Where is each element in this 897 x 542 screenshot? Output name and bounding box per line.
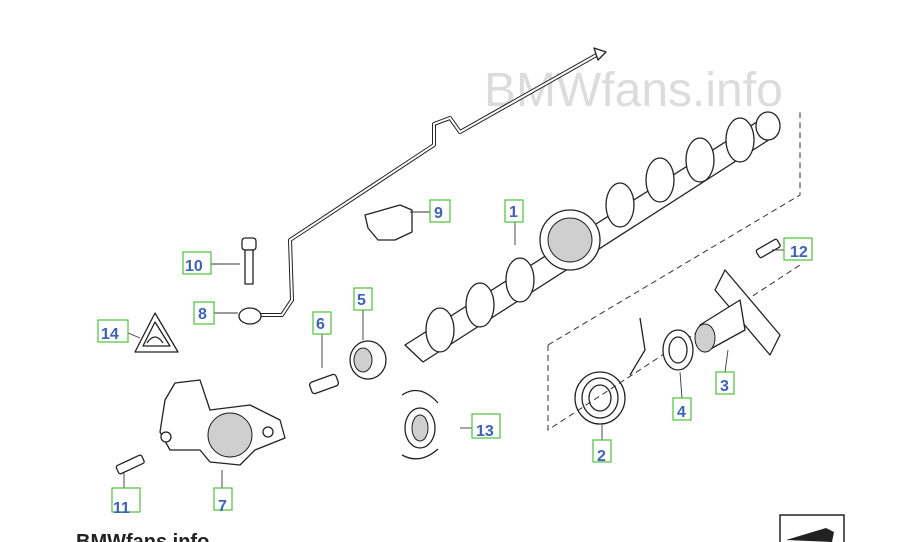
callout-1-label: 1 xyxy=(509,204,518,221)
seal-ring xyxy=(349,340,387,380)
callout-9-label: 9 xyxy=(434,205,443,222)
warning-icon xyxy=(134,312,179,353)
pipe-end-fitting xyxy=(593,47,607,61)
arrow-icon[interactable] xyxy=(779,514,845,542)
camshaft xyxy=(404,111,781,363)
callout-7[interactable]: 7 xyxy=(213,487,233,515)
leader-lines xyxy=(123,211,784,488)
callout-13[interactable]: 13 xyxy=(471,413,501,440)
callout-6-label: 6 xyxy=(316,316,325,333)
watermark-text: BMWfans.info xyxy=(484,64,783,117)
sensor-assembly xyxy=(159,379,286,466)
callout-6[interactable]: 6 xyxy=(312,311,332,335)
callout-10-label: 10 xyxy=(185,258,203,275)
callout-13-label: 13 xyxy=(476,423,494,440)
watermark-bottom: BMWfans.info xyxy=(76,531,209,542)
pipe-bracket xyxy=(364,204,413,241)
callout-4-label: 4 xyxy=(677,404,686,421)
callout-12-label: 12 xyxy=(790,244,808,261)
assembly-outline xyxy=(547,110,801,346)
oil-pipe-inner xyxy=(245,52,601,316)
flange-screw xyxy=(755,238,781,259)
banjo-fitting xyxy=(238,307,262,325)
callout-14[interactable]: 14 xyxy=(97,319,129,343)
callout-8-label: 8 xyxy=(198,306,207,323)
screw-part xyxy=(308,373,340,395)
callout-3[interactable]: 3 xyxy=(715,371,735,395)
small-screw xyxy=(115,454,145,475)
flange-bushing xyxy=(694,269,781,356)
callout-12[interactable]: 12 xyxy=(783,237,813,261)
callout-10[interactable]: 10 xyxy=(182,251,212,275)
callout-2-label: 2 xyxy=(597,448,606,465)
callout-11[interactable]: 11 xyxy=(111,487,141,517)
torsion-spring xyxy=(574,317,646,425)
retaining-clip xyxy=(401,389,439,460)
callout-5[interactable]: 5 xyxy=(353,287,373,311)
callout-7-label: 7 xyxy=(218,498,227,515)
callout-1[interactable]: 1 xyxy=(504,199,524,223)
callout-14-label: 14 xyxy=(101,326,119,343)
callout-8[interactable]: 8 xyxy=(193,301,215,325)
callout-2[interactable]: 2 xyxy=(592,439,612,465)
bolt-part xyxy=(241,237,257,285)
callout-3-label: 3 xyxy=(720,378,729,395)
callout-4[interactable]: 4 xyxy=(672,397,692,421)
washer-ring xyxy=(662,329,694,371)
callout-11-label: 11 xyxy=(113,500,130,517)
callout-9[interactable]: 9 xyxy=(429,199,451,223)
callout-5-label: 5 xyxy=(357,292,366,309)
